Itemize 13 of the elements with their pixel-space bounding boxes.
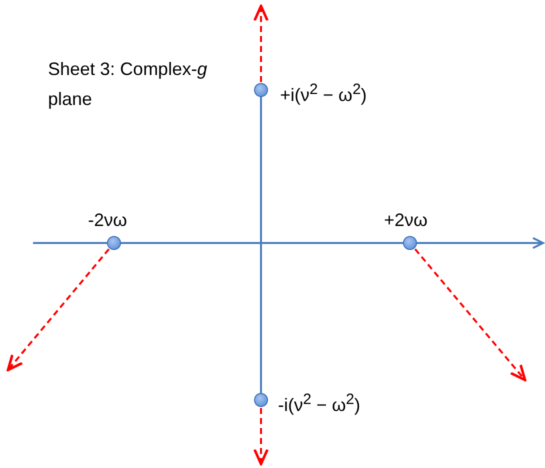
dashed-arrow — [253, 408, 269, 466]
point-label: +i(ν$^{2}$ − ω$^{2}$) — [280, 80, 367, 105]
point-marker — [254, 83, 268, 97]
dashed-arrow — [253, 4, 269, 82]
point-marker — [254, 393, 268, 407]
dashed-arrow — [6, 248, 110, 372]
point-marker — [107, 236, 121, 250]
dashed-arrow — [414, 248, 526, 382]
title: Sheet 3: Complex-g plane — [48, 58, 208, 111]
point-label: +2νω — [384, 210, 428, 230]
point-marker — [403, 236, 417, 250]
point-label: -i(ν$^{2}$ − ω$^{2}$) — [278, 390, 360, 415]
point-label: -2νω — [88, 210, 128, 230]
